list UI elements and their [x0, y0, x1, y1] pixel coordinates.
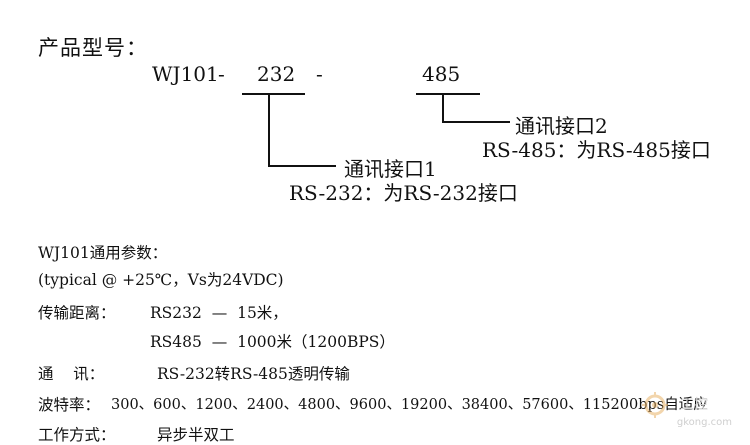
- port2-description: RS-485：为RS-485接口: [482, 138, 711, 162]
- page-title: 产品型号：: [38, 36, 148, 60]
- model-separator-2: -: [316, 62, 323, 86]
- port1-description: RS-232：为RS-232接口: [289, 181, 518, 205]
- distance-rs485: RS485 — 1000米（1200BPS）: [150, 333, 395, 351]
- distance-rs232: RS232 — 15米，: [150, 304, 288, 322]
- comm-value: RS-232转RS-485透明传输: [157, 365, 350, 383]
- specs-heading: WJ101通用参数：: [38, 244, 168, 262]
- model-part-2: 485: [422, 62, 461, 86]
- distance-label: 传输距离：: [38, 304, 116, 322]
- model-separator-1: -: [218, 62, 225, 86]
- port1-title: 通讯接口1: [344, 157, 437, 181]
- part1-underline: [242, 93, 305, 95]
- baud-label: 波特率：: [38, 396, 101, 414]
- part2-connector-horizontal: [442, 121, 510, 123]
- watermark-domain: gkong.com: [676, 417, 732, 428]
- model-base: WJ101: [152, 62, 219, 86]
- baud-value: 300、600、1200、2400、4800、9600、19200、38400、…: [111, 397, 708, 413]
- specs-conditions: (typical @ +25℃，Vs为24VDC): [38, 271, 284, 289]
- port2-title: 通讯接口2: [515, 114, 608, 138]
- part2-underline: [416, 93, 480, 95]
- watermark-logo: [642, 390, 738, 428]
- part1-connector-horizontal: [268, 165, 336, 167]
- watermark-brand: 工控: [680, 397, 708, 413]
- part2-connector-vertical: [442, 94, 444, 123]
- part1-connector-vertical: [268, 94, 270, 167]
- model-part-1: 232: [257, 62, 296, 86]
- comm-label: 通 讯：: [38, 365, 105, 383]
- mode-value: 异步半双工: [157, 426, 235, 444]
- mode-label: 工作方式：: [38, 426, 116, 444]
